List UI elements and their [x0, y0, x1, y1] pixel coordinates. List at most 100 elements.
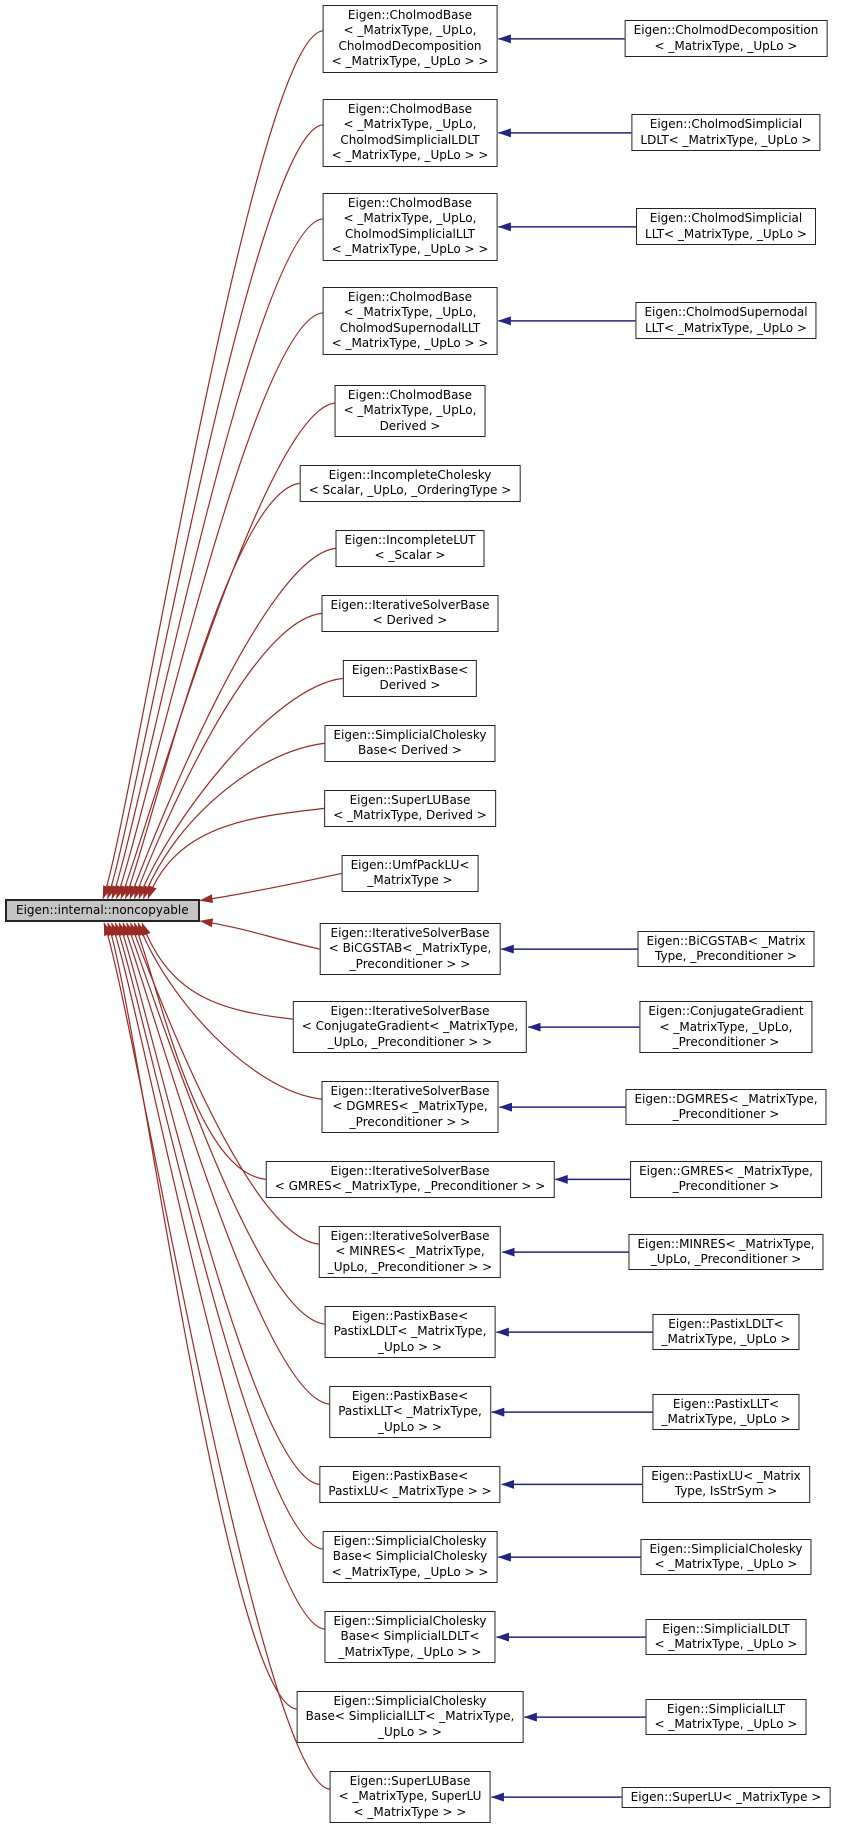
class-node-derived[interactable]: Eigen::SimplicialLLT< _MatrixType, _UpLo… — [645, 1698, 807, 1736]
class-node-base[interactable]: Eigen::IterativeSolverBase< DGMRES< _Mat… — [321, 1081, 499, 1134]
class-node-label-line: Eigen::CholmodDecomposition — [633, 23, 819, 38]
class-node-label-line: Eigen::BiCGSTAB< _Matrix — [646, 933, 806, 948]
class-node-base[interactable]: Eigen::CholmodBase< _MatrixType, _UpLo,C… — [322, 287, 498, 355]
inheritance-edge — [199, 872, 342, 904]
inheritance-edge — [111, 218, 323, 899]
class-node-label-line: Eigen::SimplicialLLT — [666, 1701, 786, 1716]
class-node-derived[interactable]: Eigen::CholmodDecomposition< _MatrixType… — [624, 20, 828, 58]
class-node-label-line: _UpLo, _Preconditioner > > — [327, 1259, 493, 1274]
class-node-label-line: < _MatrixType > > — [353, 1804, 467, 1819]
class-node-label-line: Eigen::IncompleteCholesky — [328, 468, 492, 482]
class-node-label-line: < BiCGSTAB< _MatrixType, — [328, 941, 492, 956]
class-node-label-line: < _MatrixType, _UpLo > > — [331, 242, 489, 257]
class-node-derived[interactable]: Eigen::SuperLU< _MatrixType > — [621, 1786, 831, 1809]
class-node-label-line: Eigen::PastixBase< — [351, 1469, 469, 1483]
class-node-label-line: _UpLo, _Preconditioner > > — [327, 1034, 493, 1049]
class-node-base[interactable]: Eigen::IncompleteLUT< _Scalar > — [335, 530, 485, 567]
class-node-root[interactable]: Eigen::internal::noncopyable — [5, 899, 200, 923]
class-node-derived[interactable]: Eigen::ConjugateGradient< _MatrixType, _… — [639, 1001, 813, 1054]
class-node-label-line: < _MatrixType, _UpLo > — [654, 38, 798, 53]
inheritance-edge — [114, 922, 323, 1550]
class-node-label-line: LLT< _MatrixType, _UpLo > — [645, 226, 807, 241]
class-node-label-line: < _MatrixType, _UpLo > > — [331, 148, 489, 163]
class-node-base[interactable]: Eigen::IterativeSolverBase< GMRES< _Matr… — [265, 1161, 555, 1198]
inheritance-edge — [124, 482, 300, 899]
class-node-base[interactable]: Eigen::UmfPackLU<_MatrixType > — [341, 855, 479, 892]
class-node-label-line: Eigen::SimplicialCholesky — [649, 1541, 803, 1556]
class-node-base[interactable]: Eigen::PastixBase<PastixLDLT< _MatrixTyp… — [324, 1306, 496, 1359]
class-node-base[interactable]: Eigen::PastixBase<PastixLLT< _MatrixType… — [329, 1386, 491, 1439]
class-node-label-line: < _MatrixType, _UpLo, — [343, 211, 477, 226]
class-node-label-line: < DGMRES< _MatrixType, — [332, 1099, 488, 1114]
class-node-label-line: Type, IsStrSym > — [674, 1484, 778, 1499]
class-node-label-line: Eigen::CholmodBase — [347, 388, 473, 402]
class-node-label-line: _MatrixType > — [367, 873, 453, 888]
inheritance-edge — [106, 124, 323, 899]
class-node-base[interactable]: Eigen::IterativeSolverBase< ConjugateGra… — [292, 1001, 528, 1054]
class-node-label-line: < MINRES< _MatrixType, — [335, 1244, 485, 1259]
class-node-base[interactable]: Eigen::CholmodBase< _MatrixType, _UpLo,D… — [334, 385, 486, 438]
class-node-label-line: < _MatrixType, _UpLo > — [654, 1557, 798, 1572]
class-node-derived[interactable]: Eigen::PastixLLT<_MatrixType, _UpLo > — [652, 1393, 800, 1431]
class-node-base[interactable]: Eigen::CholmodBase< _MatrixType, _UpLo,C… — [322, 5, 498, 73]
class-node-label-line: Eigen::CholmodBase — [347, 8, 473, 22]
class-node-label-line: Eigen::ConjugateGradient — [648, 1004, 804, 1019]
class-node-label-line: Eigen::IterativeSolverBase — [330, 598, 490, 612]
class-node-base[interactable]: Eigen::CholmodBase< _MatrixType, _UpLo,C… — [322, 99, 498, 167]
class-node-base[interactable]: Eigen::IterativeSolverBase< BiCGSTAB< _M… — [319, 923, 501, 976]
class-node-base[interactable]: Eigen::PastixBase<PastixLU< _MatrixType … — [319, 1466, 501, 1503]
class-node-derived[interactable]: Eigen::MINRES< _MatrixType,_UpLo, _Preco… — [628, 1233, 824, 1271]
inheritance-edge — [133, 922, 266, 1181]
class-node-derived[interactable]: Eigen::SimplicialLDLT< _MatrixType, _UpL… — [645, 1618, 807, 1656]
class-node-base[interactable]: Eigen::IterativeSolverBase< MINRES< _Mat… — [318, 1226, 502, 1279]
class-node-label-line: _UpLo > > — [378, 1419, 442, 1434]
class-node-base[interactable]: Eigen::PastixBase<Derived > — [342, 660, 478, 697]
class-node-base[interactable]: Eigen::SuperLUBase< _MatrixType, Derived… — [324, 790, 496, 827]
class-node-derived[interactable]: Eigen::PastixLDLT<_MatrixType, _UpLo > — [652, 1313, 800, 1351]
class-node-label-line: < _MatrixType, _UpLo, — [343, 23, 477, 38]
class-node-label-line: Eigen::IterativeSolverBase — [330, 1229, 490, 1243]
class-node-label-line: Eigen::PastixLLT< — [672, 1396, 780, 1411]
class-node-label-line: CholmodSimplicialLDLT — [340, 132, 480, 147]
inheritance-edge — [126, 922, 325, 1325]
class-node-label-line: < _MatrixType, _UpLo > — [654, 1637, 798, 1652]
class-node-base[interactable]: Eigen::SuperLUBase< _MatrixType, SuperLU… — [329, 1771, 491, 1824]
class-node-label-line: Eigen::SimplicialCholesky — [333, 728, 487, 742]
class-node-label-line: < Scalar, _UpLo, _OrderingType > — [308, 483, 512, 498]
class-node-label-line: _Preconditioner > — [672, 1107, 780, 1122]
class-node-label-line: < ConjugateGradient< _MatrixType, — [301, 1019, 519, 1034]
class-node-label-line: Eigen::SuperLUBase — [349, 793, 471, 807]
inheritance-edge — [142, 742, 325, 899]
class-node-label-line: < _MatrixType, _UpLo, — [659, 1019, 793, 1034]
class-node-derived[interactable]: Eigen::DGMRES< _MatrixType,_Precondition… — [625, 1088, 827, 1126]
class-node-label-line: Base< SimplicialLLT< _MatrixType, — [305, 1709, 515, 1724]
inheritance-edge — [133, 612, 322, 899]
class-node-base[interactable]: Eigen::IncompleteCholesky< Scalar, _UpLo… — [299, 465, 521, 502]
inheritance-edge — [147, 807, 325, 899]
class-node-label-line: Eigen::PastixBase< — [351, 663, 469, 677]
class-node-label-line: CholmodSimplicialLLT — [345, 226, 475, 241]
class-node-base[interactable]: Eigen::IterativeSolverBase< Derived > — [321, 595, 499, 632]
class-node-derived[interactable]: Eigen::SimplicialCholesky< _MatrixType, … — [640, 1538, 812, 1576]
class-node-label-line: < _MatrixType, SuperLU — [338, 1789, 482, 1804]
class-node-label-line: < _MatrixType, _UpLo > > — [331, 336, 489, 351]
class-node-label-line: CholmodDecomposition — [338, 38, 482, 53]
inheritance-edge — [141, 922, 293, 1020]
class-node-label-line: Type, _Preconditioner > — [655, 949, 797, 964]
class-node-label-line: _UpLo, _Preconditioner > — [650, 1252, 802, 1267]
class-node-label-line: < _MatrixType, Derived > — [333, 808, 487, 823]
class-node-base[interactable]: Eigen::CholmodBase< _MatrixType, _UpLo,C… — [322, 193, 498, 261]
class-node-derived[interactable]: Eigen::GMRES< _MatrixType,_Preconditione… — [630, 1160, 822, 1198]
class-node-label-line: Eigen::PastixLU< _Matrix — [651, 1468, 801, 1483]
class-node-label-line: _MatrixType, _UpLo > — [661, 1412, 791, 1427]
class-node-label-line: CholmodSupernodalLLT — [339, 320, 481, 335]
